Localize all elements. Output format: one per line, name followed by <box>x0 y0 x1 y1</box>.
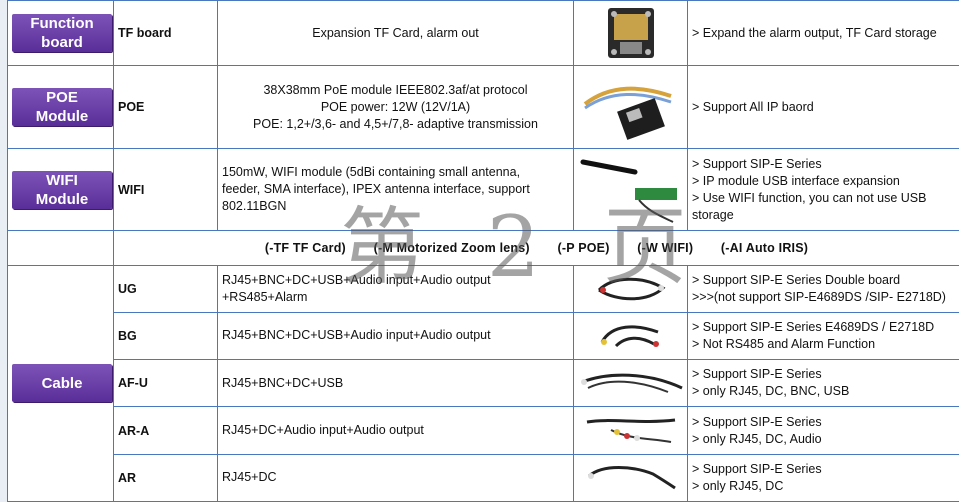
category-cell: Cable <box>7 264 114 502</box>
product-notes: > Expand the alarm output, TF Card stora… <box>687 0 959 67</box>
poe-module-image <box>583 86 672 141</box>
spec-table: Function board TF board Expansion TF Car… <box>7 0 959 502</box>
legend-poe: (-P POE) <box>557 240 610 255</box>
product-notes: > Support SIP-E Series > IP module USB i… <box>687 147 959 232</box>
product-description: RJ45+BNC+DC+USB+Audio input+Audio output <box>217 311 574 361</box>
function-board-button[interactable]: Function board <box>12 14 112 53</box>
category-cell: Function board <box>7 0 114 67</box>
product-description: RJ45+DC <box>217 453 574 502</box>
table-row-tf-board: Function board TF board Expansion TF Car… <box>7 0 959 67</box>
product-code: BG <box>113 311 218 361</box>
legend-wifi: (-W WIFI) <box>637 240 694 255</box>
product-description: RJ45+DC+Audio input+Audio output <box>217 406 574 455</box>
product-description: RJ45+BNC+DC+USB+Audio input+Audio output… <box>217 264 574 313</box>
product-description: 150mW, WIFI module (5dBi containing smal… <box>217 147 574 232</box>
table-row-poe: POE Module POE 38X38mm PoE module IEEE80… <box>7 65 959 149</box>
poe-module-button[interactable]: POE Module <box>12 88 112 127</box>
ug-cable-image <box>597 277 665 300</box>
table-row-cable-bg: BG RJ45+BNC+DC+USB+Audio input+Audio out… <box>8 311 959 361</box>
product-code: TF board <box>113 0 218 67</box>
product-code: WIFI <box>113 147 218 232</box>
product-description: RJ45+BNC+DC+USB <box>217 359 574 408</box>
category-cell: POE Module <box>7 65 114 149</box>
table-row-wifi: WIFI Module WIFI 150mW, WIFI module (5dB… <box>7 147 959 232</box>
product-code: AR <box>113 453 218 502</box>
product-notes: > Support SIP-E Series > only RJ45, DC, … <box>687 359 959 408</box>
table-row-cable-ar: AR RJ45+DC > Support SIP-E Series > only… <box>8 453 959 502</box>
category-cell: WIFI Module <box>7 147 114 232</box>
product-notes: > Support SIP-E Series > only RJ45, DC <box>687 453 959 502</box>
product-description: Expansion TF Card, alarm out <box>217 0 574 67</box>
product-notes: > Support SIP-E Series > only RJ45, DC, … <box>687 406 959 455</box>
product-notes: > Support SIP-E Series Double board >>>(… <box>687 264 959 313</box>
tf-board-photo <box>573 0 688 67</box>
table-row-cable-ug: Cable UG RJ45+BNC+DC+USB+Audio input+Aud… <box>7 264 959 502</box>
ara-cable-photo <box>573 406 688 455</box>
product-code: AR-A <box>113 406 218 455</box>
product-code: POE <box>113 65 218 149</box>
bg-cable-photo <box>573 311 688 361</box>
product-description: 38X38mm PoE module IEEE802.3af/at protoc… <box>217 65 574 149</box>
product-code: AF-U <box>113 359 218 408</box>
tf-board-image <box>607 8 654 59</box>
ar-cable-photo <box>573 453 688 502</box>
legend-tf: (-TF TF Card) <box>264 240 346 255</box>
ara-cable-image <box>586 418 675 443</box>
options-legend: (-TF TF Card) (-M Motorized Zoom lens) (… <box>113 230 959 266</box>
afu-cable-image <box>581 373 683 394</box>
table-row-cable-afu: AF-U RJ45+BNC+DC+USB > Support SIP-E Ser… <box>8 359 959 408</box>
cable-button[interactable]: Cable <box>12 364 112 403</box>
ug-cable-photo <box>573 264 688 313</box>
product-notes: > Support All IP baord <box>687 65 959 149</box>
legend-auto-iris: (-AI Auto IRIS) <box>720 240 809 255</box>
table-row-legend: (-TF TF Card) (-M Motorized Zoom lens) (… <box>7 230 959 266</box>
wifi-module-button[interactable]: WIFI Module <box>12 170 112 209</box>
legend-motorized: (-M Motorized Zoom lens) <box>373 240 530 255</box>
table-row-cable-ara: AR-A RJ45+DC+Audio input+Audio output > … <box>8 406 959 455</box>
bg-cable-image <box>600 325 659 348</box>
afu-cable-photo <box>573 359 688 408</box>
ar-cable-image <box>587 465 676 490</box>
wifi-antenna-image <box>580 159 677 223</box>
product-code: UG <box>113 264 218 313</box>
product-notes: > Support SIP-E Series E4689DS / E2718D … <box>687 311 959 361</box>
wifi-antenna-photo <box>573 147 688 232</box>
poe-module-photo <box>573 65 688 149</box>
